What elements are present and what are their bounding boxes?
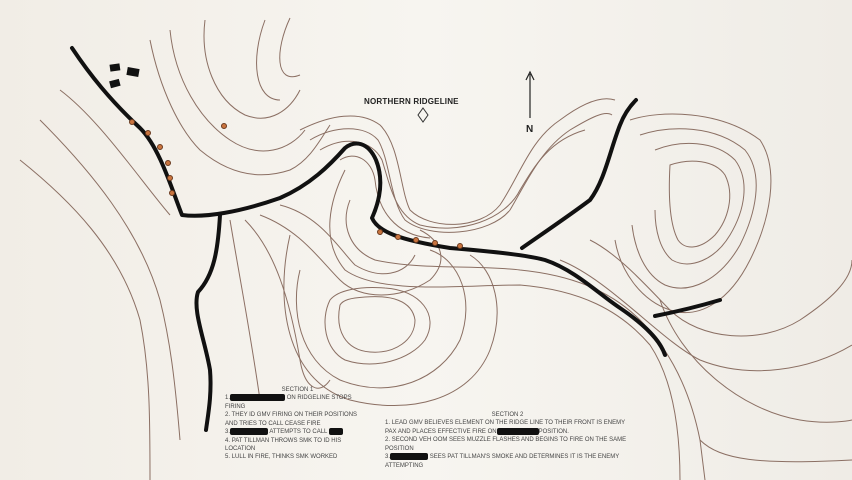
western-track bbox=[194, 213, 222, 432]
section2-heading: SECTION 2 bbox=[491, 412, 524, 418]
item-number: 2. bbox=[225, 412, 231, 419]
redaction bbox=[390, 453, 429, 461]
redaction bbox=[230, 394, 286, 402]
item-number: 1. bbox=[225, 395, 231, 402]
building-markers bbox=[109, 63, 140, 89]
section2-item: 2. SECOND VEH OOM SEES MUZZLE FLASHES AN… bbox=[385, 436, 630, 453]
section1-heading: SECTION 1 bbox=[281, 387, 314, 393]
section1-notes: SECTION 1 1. ON RIDGELINE STOPS FIRING 2… bbox=[225, 386, 370, 462]
item-number: 3. bbox=[225, 429, 231, 436]
item-number: 3. bbox=[385, 454, 391, 461]
position-markers bbox=[129, 119, 463, 249]
item-text: ON RIDGELINE STOPS FIRING bbox=[225, 395, 352, 410]
section1-item: 3. ATTEMPTS TO CALL bbox=[225, 428, 370, 436]
redaction bbox=[230, 428, 269, 436]
redaction bbox=[496, 427, 539, 435]
ridgeline-label: NORTHERN RIDGELINE bbox=[364, 97, 459, 106]
section2-item: 1. LEAD GMV BELIEVES ELEMENT ON THE RIDG… bbox=[385, 419, 630, 436]
redaction bbox=[328, 428, 343, 436]
ridge-road bbox=[70, 46, 667, 357]
road-lines bbox=[70, 46, 722, 432]
item-number: 5. bbox=[225, 454, 231, 461]
item-text: SECOND VEH OOM SEES MUZZLE FLASHES AND B… bbox=[385, 437, 627, 452]
item-text: ATTEMPTS TO CALL bbox=[269, 429, 328, 436]
item-text: THEY ID GMV FIRING ON THEIR POSITIONS AN… bbox=[225, 412, 358, 427]
section1-item: 1. ON RIDGELINE STOPS FIRING bbox=[225, 394, 370, 411]
north-label: N bbox=[526, 124, 534, 135]
item-number: 1. bbox=[385, 420, 391, 427]
spur-track bbox=[653, 298, 722, 318]
item-text: POSITION. bbox=[538, 428, 569, 435]
ridgeline-diamond-icon bbox=[417, 107, 429, 123]
section1-item: 2. THEY ID GMV FIRING ON THEIR POSITIONS… bbox=[225, 411, 370, 428]
item-text: SEES PAT TILLMAN'S SMOKE AND DETERMINES … bbox=[385, 454, 620, 469]
item-text: PAT TILLMAN THROWS SMK TO ID HIS LOCATIO… bbox=[225, 437, 342, 452]
eastern-track bbox=[520, 98, 638, 250]
north-arrow-icon bbox=[525, 70, 535, 118]
section2-notes: SECTION 2 1. LEAD GMV BELIEVES ELEMENT O… bbox=[385, 411, 630, 470]
item-text: LULL IN FIRE, THINKS SMK WORKED bbox=[231, 454, 338, 461]
section1-item: 4. PAT TILLMAN THROWS SMK TO ID HIS LOCA… bbox=[225, 437, 370, 454]
section1-item: 5. LULL IN FIRE, THINKS SMK WORKED bbox=[225, 453, 370, 461]
item-number: 2. bbox=[385, 437, 391, 444]
item-number: 4. bbox=[225, 437, 231, 444]
contour-lines bbox=[19, 17, 852, 480]
item-text: LEAD GMV BELIEVES ELEMENT ON THE RIDGE L… bbox=[385, 420, 625, 435]
section2-item: 3. SEES PAT TILLMAN'S SMOKE AND DETERMIN… bbox=[385, 453, 630, 470]
